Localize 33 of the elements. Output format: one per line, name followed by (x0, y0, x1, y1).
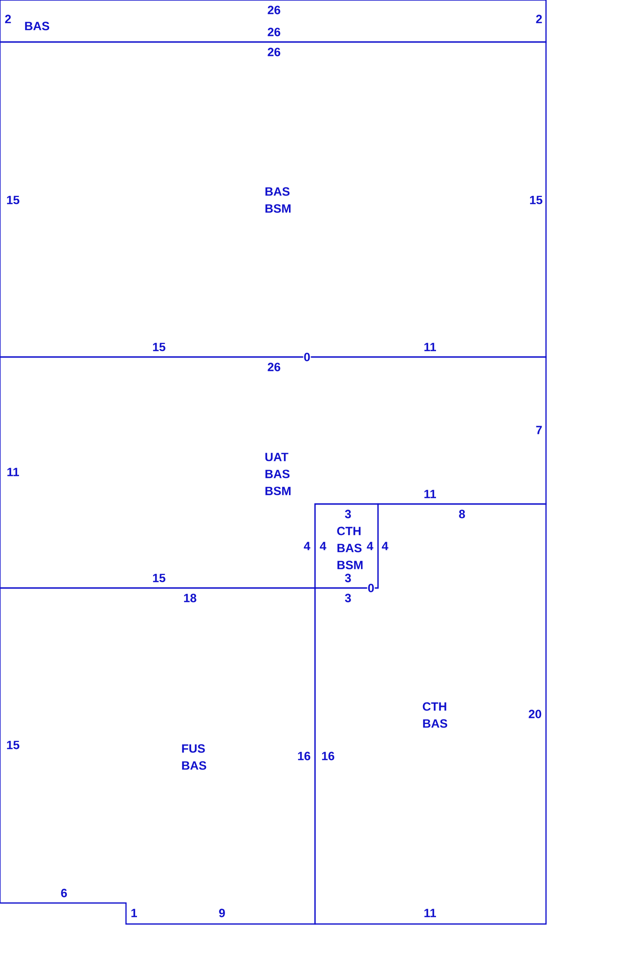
dimension-label: 11 (423, 908, 437, 918)
dimension-label: 26 (266, 362, 282, 372)
dimension-label: 16 (320, 751, 336, 761)
dimension-label: 8 (458, 509, 466, 519)
dimension-label: 16 (296, 751, 312, 761)
dimension-label: 6 (60, 888, 68, 898)
dimension-label: 15 (6, 195, 20, 205)
dimension-label: 26 (266, 47, 282, 57)
dimension-label: 11 (423, 342, 437, 352)
dimension-label: 15 (528, 195, 544, 205)
dimension-label: 9 (218, 908, 226, 918)
dimension-label: 11 (423, 489, 437, 499)
dimension-label: 15 (152, 573, 166, 583)
dimension-label: 11 (6, 467, 20, 477)
dimension-label: 18 (182, 593, 198, 603)
dimension-label: 4 (303, 541, 311, 551)
dimension-label: 15 (152, 342, 166, 352)
dimension-label: 7 (535, 425, 543, 435)
dimension-label: 0 (303, 352, 311, 362)
dimension-label: 2 (4, 14, 12, 24)
dimension-label: 4 (381, 541, 389, 551)
dimension-label: 0 (367, 583, 375, 593)
dimension-label: 26 (266, 5, 282, 15)
dimension-label: 2 (535, 14, 543, 24)
dimension-label: 20 (528, 709, 542, 719)
dimension-label: 4 (366, 541, 374, 551)
dimension-label: 3 (344, 573, 352, 583)
dimension-label: 3 (344, 593, 352, 603)
dimension-label: 15 (6, 740, 20, 750)
dimension-label: 26 (266, 27, 282, 37)
dimension-label: 4 (319, 541, 327, 551)
dimension-label: 1 (130, 908, 138, 918)
dimension-label: 3 (344, 509, 352, 519)
